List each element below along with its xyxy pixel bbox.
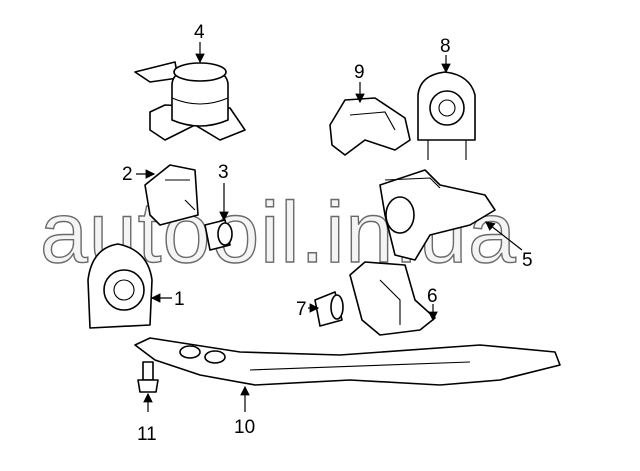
leader-lines — [136, 42, 523, 412]
part-8-mount — [417, 71, 476, 160]
part-5-bracket — [379, 169, 496, 261]
callout-6: 6 — [427, 286, 438, 307]
callout-1: 1 — [174, 289, 185, 310]
callout-4: 4 — [194, 22, 205, 43]
part-4-engine-mount — [134, 61, 246, 141]
part-9-bracket — [329, 97, 411, 156]
callout-5: 5 — [522, 250, 533, 271]
callout-11: 11 — [137, 424, 157, 445]
callout-9: 9 — [354, 62, 365, 83]
part-11-bolt — [137, 361, 159, 393]
callout-3: 3 — [218, 162, 229, 183]
part-10-crossmember — [134, 337, 561, 386]
part-1-mount — [87, 243, 153, 329]
callout-7: 7 — [296, 299, 307, 320]
callout-10: 10 — [234, 417, 255, 438]
part-7-bushing — [314, 291, 344, 327]
part-2-bracket — [144, 164, 199, 226]
callout-2: 2 — [122, 164, 133, 185]
part-3-bushing — [204, 219, 233, 251]
callout-8: 8 — [440, 36, 451, 57]
